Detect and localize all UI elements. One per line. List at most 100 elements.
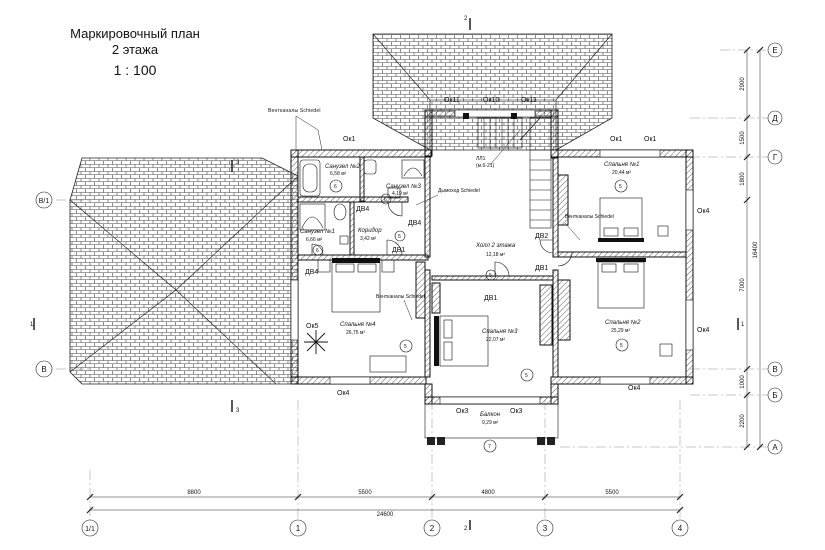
room-corridor-area: 3,42 м² bbox=[360, 236, 377, 242]
bath-fixtures bbox=[299, 159, 425, 245]
room-bath2-name: Санузел №2 bbox=[325, 163, 360, 170]
dim-4800: 4800 bbox=[481, 490, 495, 496]
door-dv4-c: ДВ4 bbox=[305, 269, 318, 276]
note-vent-right: Вентканалы Schiedel bbox=[565, 214, 614, 220]
balcony bbox=[424, 403, 559, 445]
door-dv4-b: ДВ4 bbox=[408, 220, 421, 227]
leader-lines bbox=[295, 115, 581, 321]
window-ok1-right-a: Ок1 bbox=[610, 136, 623, 143]
section-mark-1-left: 1 bbox=[30, 322, 34, 328]
plan-title: Маркировочный план bbox=[70, 26, 200, 41]
room-corridor-num: 5 bbox=[398, 234, 401, 240]
staircase bbox=[463, 113, 552, 229]
axis-label-A: А bbox=[772, 443, 778, 452]
room-bath1-area: 6,66 м² bbox=[306, 237, 323, 243]
room-bed2-num: 5 bbox=[620, 343, 623, 349]
axis-label-4: 4 bbox=[678, 524, 683, 533]
room-bed3-num: 5 bbox=[525, 373, 528, 379]
section-mark-3-bottom: 3 bbox=[236, 408, 240, 414]
axis-label-3: 3 bbox=[543, 524, 548, 533]
room-bed4-area: 26,75 м² bbox=[346, 330, 365, 336]
door-dv2: ДВ2 bbox=[535, 233, 548, 240]
section-markers bbox=[33, 18, 739, 530]
window-ok10: Ок10 bbox=[483, 97, 499, 104]
dim-2200: 2200 bbox=[740, 414, 746, 428]
room-bath3-name: Санузел №3 bbox=[386, 183, 421, 190]
room-bath2-area: 6,58 м² bbox=[330, 171, 347, 177]
window-ok4-bottom-r: Ок4 bbox=[628, 385, 641, 392]
room-corridor-name: Коридор bbox=[358, 228, 382, 234]
roof-left bbox=[69, 157, 299, 385]
room-bath2-num: 6 bbox=[334, 184, 337, 190]
axis-label-G: Г bbox=[773, 153, 778, 162]
window-ok5: Ок5 bbox=[306, 323, 319, 330]
axis-label-B: Б bbox=[772, 391, 777, 400]
window-ok4-r2: Ок4 bbox=[697, 327, 710, 334]
section-mark-3-top: 3 bbox=[236, 160, 240, 166]
note-vent-mid: Вентканалы Schiedel bbox=[376, 294, 425, 300]
axis-label-2: 2 bbox=[430, 524, 435, 533]
window-frames bbox=[290, 109, 694, 405]
window-ok4-r1: Ок4 bbox=[697, 208, 710, 215]
room-bath1-num: 6 bbox=[316, 248, 319, 254]
dim-1800: 1800 bbox=[740, 172, 746, 186]
window-ok4-bottom-l: Ок4 bbox=[337, 390, 350, 397]
room-number-circles bbox=[312, 179, 629, 453]
room-bed2-name: Спальня №2 bbox=[605, 319, 641, 326]
dim-5500-a: 5500 bbox=[358, 490, 372, 496]
roof-top bbox=[372, 33, 613, 151]
section-mark-1-right: 1 bbox=[741, 322, 745, 328]
note-stair-b: (м.6-21) bbox=[476, 163, 494, 169]
axis-label-V-left: В bbox=[41, 365, 46, 374]
room-balcony-num: 7 bbox=[488, 444, 491, 450]
window-ok3-a: Ок3 bbox=[456, 408, 469, 415]
axis-label-V1: В/1 bbox=[39, 198, 50, 205]
dim-2900: 2900 bbox=[740, 77, 746, 91]
door-dv1-c: ДВ1 bbox=[535, 265, 548, 272]
grid-lines bbox=[56, 49, 775, 528]
note-chimney: Дымоход Schiedel bbox=[438, 188, 480, 194]
axis-label-D: Д bbox=[772, 114, 778, 123]
axis-label-V-right: В bbox=[772, 365, 777, 374]
dim-1500: 1500 bbox=[740, 131, 746, 145]
room-bed1-name: Спальня №1 bbox=[604, 161, 639, 168]
section-mark-2-bottom: 2 bbox=[464, 526, 468, 532]
room-bed4-name: Спальня №4 bbox=[340, 321, 376, 328]
note-vent-left: Вентканалы Schiedel bbox=[268, 108, 321, 114]
door-dv1-b: ДВ1 bbox=[484, 295, 497, 302]
dim-5500-b: 5500 bbox=[605, 490, 619, 496]
room-balcony-name: Балкон bbox=[480, 412, 501, 418]
room-bed2-area: 25,29 м² bbox=[611, 328, 630, 334]
axis-label-E: Е bbox=[772, 46, 777, 55]
dim-24600: 24600 bbox=[377, 512, 394, 518]
plan-scale: 1 : 100 bbox=[113, 62, 157, 78]
room-bath1-name: Санузел №1 bbox=[300, 228, 335, 235]
window-ok11-a: Ок11 bbox=[444, 97, 460, 104]
dimension-chain-right bbox=[743, 46, 764, 451]
note-stair-a: ЛЛ1 bbox=[476, 156, 486, 162]
room-bed3-area: 22,07 м² bbox=[486, 337, 505, 343]
dim-8800: 8800 bbox=[187, 490, 201, 496]
window-ok1-right-b: Ок1 bbox=[644, 136, 657, 143]
room-hall-num: 5 bbox=[489, 273, 492, 279]
door-dv4-a: ДВ4 bbox=[356, 206, 369, 213]
room-bed4-num: 5 bbox=[404, 344, 407, 350]
window-ok1-left: Ок1 bbox=[343, 136, 356, 143]
dim-1000: 1000 bbox=[740, 375, 746, 389]
plan-floor: 2 этажа bbox=[111, 42, 159, 57]
axis-label-1-1: 1/1 bbox=[85, 526, 95, 533]
dimension-chain-bottom bbox=[86, 493, 684, 514]
dim-7000: 7000 bbox=[740, 278, 746, 292]
door-swings bbox=[311, 201, 573, 277]
room-bed3-name: Спальня №3 bbox=[482, 328, 518, 335]
room-bed1-area: 20,44 м² bbox=[612, 170, 631, 176]
axis-label-1: 1 bbox=[296, 524, 301, 533]
section-mark-2-top: 2 bbox=[464, 16, 468, 22]
window-ok3-b: Ок3 bbox=[510, 408, 523, 415]
room-bed1-num: 5 bbox=[619, 184, 622, 190]
room-balcony-area: 9,29 м² bbox=[482, 420, 499, 426]
dim-16400: 16400 bbox=[753, 241, 759, 258]
room-bath3-num: 6 bbox=[384, 197, 387, 203]
door-dv1-a: ДВ1 bbox=[392, 247, 405, 254]
